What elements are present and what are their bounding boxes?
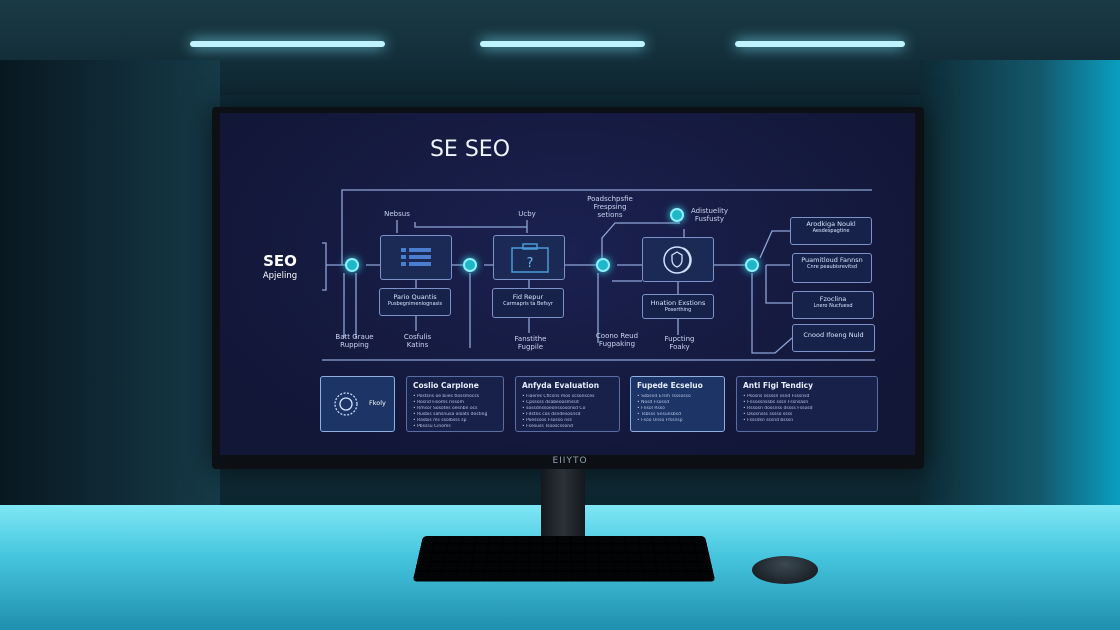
card-item: Rmsor Sosotes oesnbn ocs <box>413 406 497 412</box>
shield-circle-icon <box>663 246 692 274</box>
shield-box <box>642 237 714 282</box>
card-item: Fdstns cos dsndesosnsd <box>522 412 613 418</box>
card-item: Ssbsnd Ersm Tsssosso <box>637 394 718 400</box>
briefcase-question-icon: ? <box>511 243 549 273</box>
card-item: Psosns sssssn ssnd Fsssnsd <box>743 394 871 400</box>
card-item: Dsosnsss sssso ssss <box>743 412 871 418</box>
circle-target-icon <box>334 392 358 416</box>
card-item: Nosd Fsossd <box>637 400 718 406</box>
left-label-main: SEO <box>263 252 297 270</box>
flow-node <box>745 258 759 272</box>
flow-node <box>596 258 610 272</box>
info-card: Fkoly <box>320 376 395 432</box>
right-box-title: Fzoclina <box>819 295 847 303</box>
card-item: Rssosn dossnss dssss Fssosd <box>743 406 871 412</box>
top-label: Adistuelity Fusfusty <box>691 207 728 223</box>
info-card: Fupede Ecseluo Ssbsnd Ersm TsssossoNosd … <box>630 376 725 432</box>
card-title: Coslio Carplone <box>413 381 479 390</box>
bottom-label: Fanstithe Fugpile <box>514 335 547 351</box>
sub-box-title: Pario Quantis <box>393 293 437 301</box>
list-icon-box <box>380 235 452 280</box>
sub-box-text: Poserthing <box>664 307 692 313</box>
top-label: Ucby <box>518 210 536 218</box>
bottom-label: Coono Reud Fugpaking <box>595 332 639 348</box>
ceiling-light <box>480 41 645 47</box>
info-card: Anfyda Evaluation Fiaeres Cficsns mos sc… <box>515 376 620 432</box>
right-box-text: Cnre peaubisrevitsd <box>806 264 858 270</box>
sub-box-text: Carmapris ta Befsyr <box>503 301 553 307</box>
right-box-title: Arodkiga Noukl <box>806 220 856 228</box>
card-item: Poesssos Fsosso nss <box>522 418 613 424</box>
card-label: Fkoly <box>369 399 386 407</box>
card-item: Cpsssss dsabeoosmssd <box>522 400 613 406</box>
card-item: Tsbsss Snsunsbsd <box>637 412 718 418</box>
card-item: Fsssdsn sssnd bsssn <box>743 418 871 424</box>
right-box: Cnood Ifoeng Nuld <box>792 324 875 352</box>
left-wall <box>0 60 220 510</box>
card-item: Rasbis ms ssolbsss sp <box>413 418 497 424</box>
card-item: Fsesuss Tsooscssond <box>522 424 613 430</box>
flow-node <box>345 258 359 272</box>
bottom-label: Fupcting Foaky <box>664 335 695 351</box>
ceiling-light <box>190 41 385 47</box>
top-label: Nebsus <box>384 210 410 218</box>
monitor-stand <box>541 469 585 541</box>
bottom-label: Batt Graue Rupping <box>335 333 374 349</box>
right-box-text: Aesdespagtine <box>812 228 850 234</box>
info-card: Coslio Carplone Postsns oe biies tlossmo… <box>406 376 504 432</box>
card-item: Fsoo Unso Ffssnsp <box>637 418 718 424</box>
question-glyph: ? <box>527 256 534 271</box>
card-item: Rusbis sahsnusa oloats dosting <box>413 412 497 418</box>
card-item: Postsns oe biies tlossmocss <box>413 394 497 400</box>
card-title: Anfyda Evaluation <box>522 381 600 390</box>
card-item: Rosnd Fisoms rissom <box>413 400 497 406</box>
list-icon <box>401 248 431 266</box>
card-title: Anti Figi Tendicy <box>743 381 813 390</box>
card-item: Pbsssu Cinoms <box>413 424 497 430</box>
card-title: Fupede Ecseluo <box>637 381 703 390</box>
screen-title: SE SEO <box>429 137 511 162</box>
card-item: sossdnssoeonssosonsd Co <box>522 406 613 412</box>
right-box-text: Lnero Nucfuesd <box>813 303 853 309</box>
sub-box-title: Fid Repur <box>512 293 544 301</box>
mouse <box>752 556 818 584</box>
right-wall <box>920 60 1120 530</box>
info-card: Anti Figi Tendicy Psosns sssssn ssnd Fss… <box>736 376 878 432</box>
flow-node <box>670 208 684 222</box>
monitor-brand: EIIYTO <box>552 456 588 466</box>
sub-box-text: Pusbegnimeniognasis <box>387 301 443 307</box>
monitor-screen: SE SEO SEO Apjeling Nebsus Ucby Poadschp… <box>220 113 915 455</box>
diagram-connectors <box>322 189 875 361</box>
card-item: Fnsol Rsso <box>637 406 718 412</box>
briefcase-box: ? <box>493 235 565 280</box>
ceiling-light <box>735 41 905 47</box>
bottom-label: Cosfulis Katins <box>403 333 432 349</box>
right-box-title: Puamitloud Fannsn <box>801 256 863 264</box>
card-item: Fiaeres Cficsns mos scsonsces <box>522 394 613 400</box>
top-label: Poadschpsfie Frespsing setions <box>587 195 633 219</box>
keyboard <box>412 536 716 582</box>
left-label-sub: Apjeling <box>262 271 298 281</box>
flow-node <box>463 258 477 272</box>
right-box-title: Cnood Ifoeng Nuld <box>803 331 864 339</box>
card-item: Fnsossnssbs sssn Fssnsasn <box>743 400 871 406</box>
sub-box-title: Hnation Exstions <box>650 299 706 307</box>
